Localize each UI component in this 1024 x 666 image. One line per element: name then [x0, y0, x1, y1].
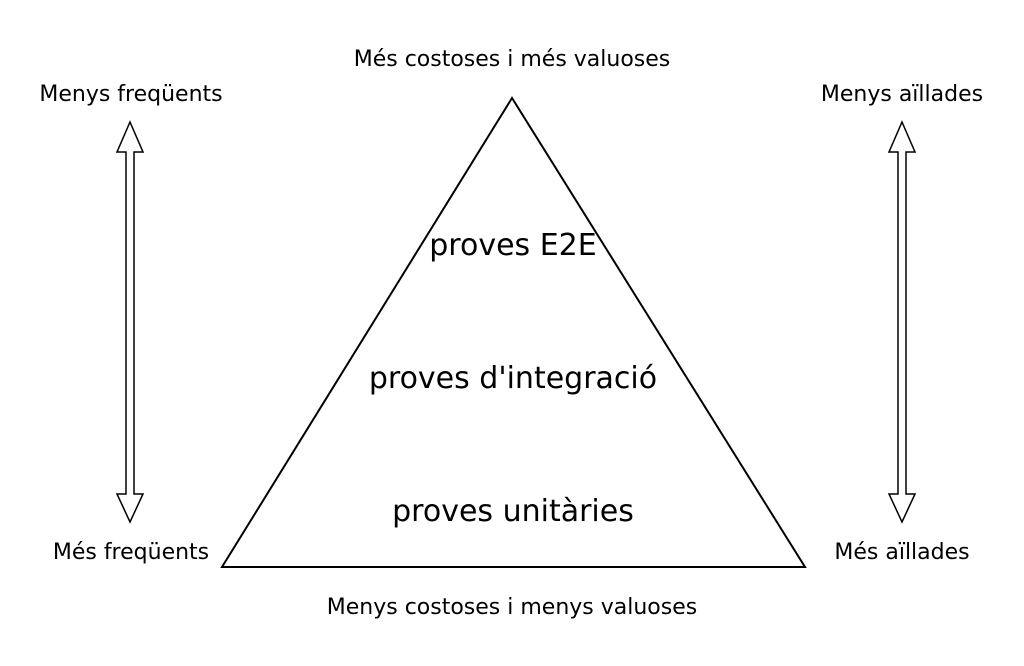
top-cost-label: Més costoses i més valuoses: [354, 47, 671, 72]
right-bottom-isolation-label: Més aïllades: [834, 540, 969, 565]
left-frequency-arrow: [115, 120, 145, 524]
left-bottom-frequency-label: Més freqüents: [53, 540, 209, 565]
pyramid-triangle: [220, 96, 807, 568]
layer-e2e-label: proves E2E: [429, 228, 596, 263]
right-isolation-arrow: [887, 120, 917, 524]
left-top-frequency-label: Menys freqüents: [39, 82, 222, 107]
layer-unit-label: proves unitàries: [392, 494, 634, 529]
bottom-cost-label: Menys costoses i menys valuoses: [327, 595, 697, 620]
layer-integration-label: proves d'integració: [369, 361, 657, 396]
right-top-isolation-label: Menys aïllades: [821, 82, 983, 107]
